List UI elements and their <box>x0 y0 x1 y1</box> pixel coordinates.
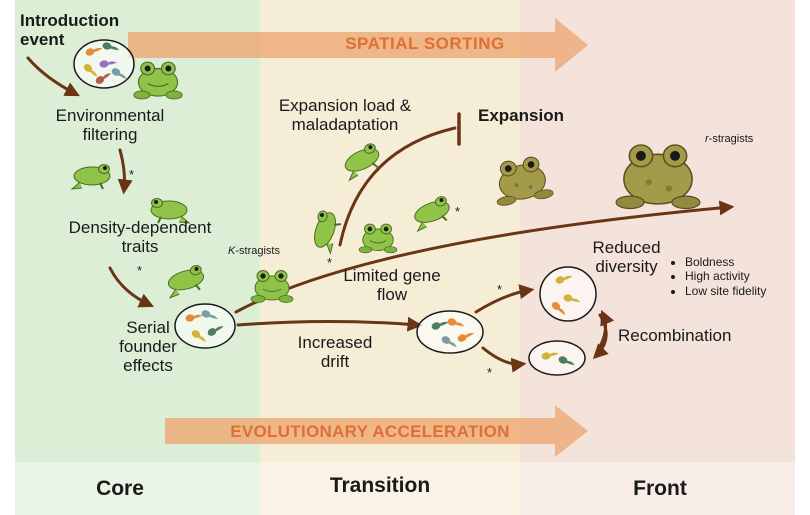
recombination-down-arrow <box>592 313 609 360</box>
asterisk-marker: * <box>455 204 461 219</box>
zone-label-strip <box>15 462 795 515</box>
recombination-label: Recombination <box>618 326 732 345</box>
trait-list: Boldness High activity Low site fidelity <box>674 255 766 298</box>
k-strategists-label: K-stragists <box>228 245 280 257</box>
expansion-label: Expansion <box>478 106 564 125</box>
filtering-to-density-arrow <box>117 148 133 195</box>
trait-boldness: Boldness <box>685 255 766 269</box>
serial-founder-effects-label: Serial founder effects <box>119 318 177 376</box>
front-zone-label: Front <box>633 477 687 500</box>
frog-icon <box>615 144 701 210</box>
introduction-arrow <box>26 56 80 97</box>
r-strategists-label: r-stragists <box>705 133 753 145</box>
asterisk-marker: * <box>137 263 143 278</box>
drift-to-reduced-bottom-arrow <box>481 346 527 373</box>
r-strategists-prefix: r <box>705 133 709 145</box>
expansion-load-label: Expansion load & maladaptation <box>278 96 412 135</box>
trait-low-site-fidelity: Low site fidelity <box>685 284 766 298</box>
introduction-event-label: Introduction event <box>20 11 120 49</box>
evolutionary-acceleration-banner-label: EVOLUTIONARY ACCELERATION <box>230 422 510 441</box>
asterisk-marker: * <box>497 282 503 297</box>
trait-high-activity: High activity <box>685 269 766 283</box>
density-dependent-traits-label: Density-dependent traits <box>68 218 212 257</box>
recombined-population-circle <box>528 340 586 376</box>
r-strategists-suffix: -stragists <box>708 133 754 145</box>
increased-drift-label: Increased drift <box>297 333 373 372</box>
environmental-filtering-label: Environmental filtering <box>55 106 165 145</box>
asterisk-marker: * <box>327 255 333 270</box>
k-strategists-prefix: K <box>228 245 236 257</box>
drift-population-circle <box>416 310 484 354</box>
asterisk-marker: * <box>487 365 493 380</box>
drift-to-reduced-top-arrow <box>474 284 535 314</box>
k-strategists-suffix: -stragists <box>235 245 280 257</box>
evolutionary-acceleration-banner-arrow <box>165 405 588 457</box>
limited-gene-flow-label: Limited gene flow <box>343 266 441 305</box>
founder-to-drift-arrow <box>236 316 423 332</box>
spatial-sorting-banner-label: SPATIAL SORTING <box>345 34 505 53</box>
spatial-sorting-banner-arrow <box>128 18 588 72</box>
transition-zone-label: Transition <box>329 474 431 497</box>
asterisk-marker: * <box>129 167 135 182</box>
reduced-diversity-label: Reduced diversity <box>592 238 661 277</box>
core-zone-label: Core <box>96 477 144 500</box>
density-to-founder-arrow <box>108 266 155 308</box>
expansion-load-branch <box>338 126 457 247</box>
